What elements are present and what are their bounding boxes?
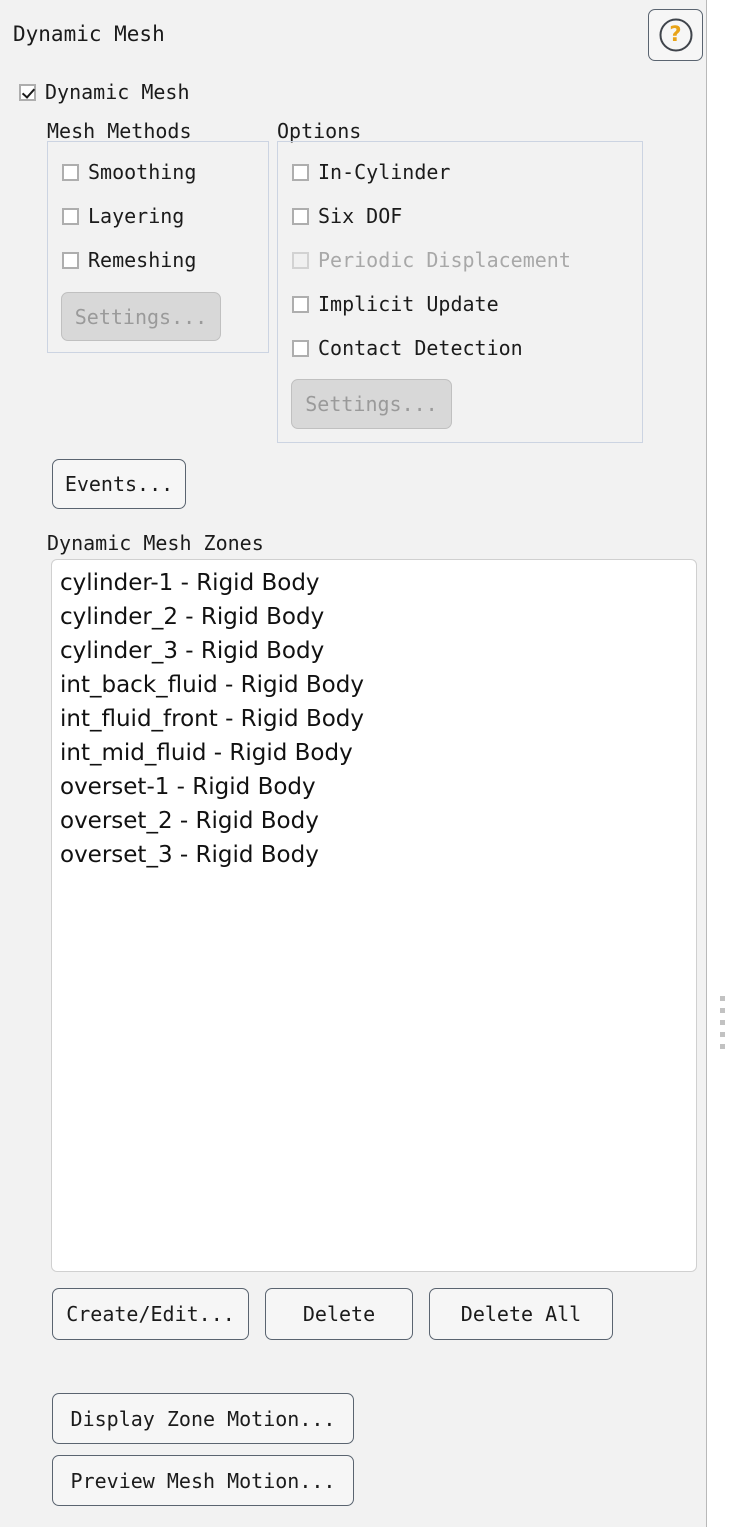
page-title: Dynamic Mesh xyxy=(13,22,165,46)
checkbox-layering[interactable]: Layering xyxy=(62,204,184,228)
options-group-title: Options xyxy=(277,119,362,143)
list-item[interactable]: int_fluid_front - Rigid Body xyxy=(60,706,365,732)
mesh-methods-settings-button[interactable]: Settings... xyxy=(61,292,221,341)
checkbox-box xyxy=(19,83,36,101)
list-item[interactable]: int_mid_fluid - Rigid Body xyxy=(60,740,353,766)
checkbox-label: Layering xyxy=(88,204,185,228)
dynamic-mesh-task-panel: Dynamic Mesh ? Dynamic Mesh Mesh Methods… xyxy=(0,0,707,1527)
help-button[interactable]: ? xyxy=(648,9,703,61)
vertical-scrollbar-track[interactable] xyxy=(719,0,733,1527)
checkbox-smoothing[interactable]: Smoothing xyxy=(62,160,196,184)
dynamic-mesh-enable-checkbox[interactable]: Dynamic Mesh xyxy=(19,80,190,104)
checkbox-box xyxy=(62,207,79,225)
splitter-dot xyxy=(720,1032,725,1037)
events-button[interactable]: Events... xyxy=(52,459,186,509)
preview-mesh-motion-button[interactable]: Preview Mesh Motion... xyxy=(52,1455,354,1506)
create-edit-button[interactable]: Create/Edit... xyxy=(52,1288,249,1340)
checkbox-contact-detection[interactable]: Contact Detection xyxy=(292,336,523,360)
checkbox-label: In-Cylinder xyxy=(318,160,451,184)
checkbox-implicit-update[interactable]: Implicit Update xyxy=(292,292,499,316)
checkbox-six-dof[interactable]: Six DOF xyxy=(292,204,402,228)
list-item[interactable]: overset_3 - Rigid Body xyxy=(60,842,319,868)
checkbox-in-cylinder[interactable]: In-Cylinder xyxy=(292,160,450,184)
delete-button[interactable]: Delete xyxy=(265,1288,413,1340)
checkbox-box xyxy=(292,207,309,225)
checkbox-remeshing[interactable]: Remeshing xyxy=(62,248,196,272)
delete-all-button[interactable]: Delete All xyxy=(429,1288,613,1340)
list-item[interactable]: overset_2 - Rigid Body xyxy=(60,808,319,834)
list-item[interactable]: cylinder-1 - Rigid Body xyxy=(60,570,320,596)
checkbox-periodic-displacement: Periodic Displacement xyxy=(292,248,571,272)
checkbox-box xyxy=(292,163,309,181)
checkbox-box xyxy=(292,339,309,357)
splitter-dot xyxy=(720,1044,725,1049)
checkbox-box xyxy=(292,295,309,313)
dynamic-mesh-zones-list[interactable]: cylinder-1 - Rigid Body cylinder_2 - Rig… xyxy=(51,559,697,1272)
checkbox-label: Six DOF xyxy=(318,204,403,228)
options-settings-button[interactable]: Settings... xyxy=(291,379,452,429)
question-mark-icon: ? xyxy=(669,22,682,47)
splitter-dot xyxy=(720,1008,725,1013)
options-group-box xyxy=(277,141,643,443)
list-item[interactable]: cylinder_3 - Rigid Body xyxy=(60,638,325,664)
checkbox-box xyxy=(292,251,309,269)
checkbox-label: Contact Detection xyxy=(318,336,523,360)
checkbox-box xyxy=(62,163,79,181)
splitter-dot xyxy=(720,1020,725,1025)
checkbox-label: Dynamic Mesh xyxy=(45,80,190,104)
list-item[interactable]: cylinder_2 - Rigid Body xyxy=(60,604,325,630)
help-icon-circle xyxy=(659,18,692,52)
list-item[interactable]: overset-1 - Rigid Body xyxy=(60,774,316,800)
mesh-methods-group-title: Mesh Methods xyxy=(47,119,192,143)
splitter-dot xyxy=(720,996,725,1001)
display-zone-motion-button[interactable]: Display Zone Motion... xyxy=(52,1393,354,1444)
list-item[interactable]: int_back_fluid - Rigid Body xyxy=(60,672,364,698)
panel-splitter-handle[interactable] xyxy=(720,996,725,1054)
mesh-methods-group-box xyxy=(47,141,269,353)
checkbox-label: Implicit Update xyxy=(318,292,499,316)
checkbox-label: Smoothing xyxy=(88,160,197,184)
dynamic-mesh-zones-label: Dynamic Mesh Zones xyxy=(47,531,264,555)
checkbox-label: Periodic Displacement xyxy=(318,248,571,272)
checkbox-box xyxy=(62,251,79,269)
checkbox-label: Remeshing xyxy=(88,248,197,272)
